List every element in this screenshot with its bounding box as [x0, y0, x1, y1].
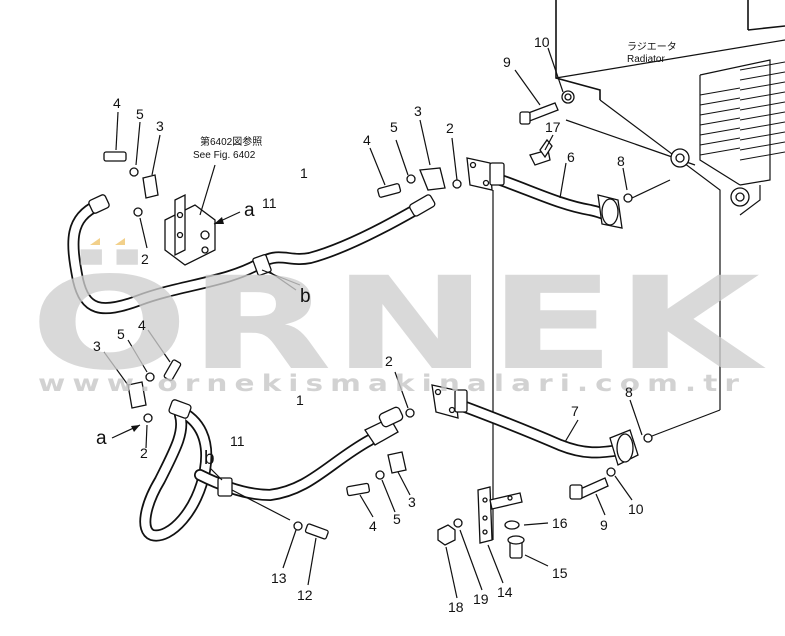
fasteners-bottom-left [293, 521, 329, 540]
callout-5-mid-left: 5 [117, 326, 125, 342]
callout-3-mid-left: 3 [93, 338, 101, 354]
see-fig-jp-label: 第6402図参照 [200, 135, 262, 148]
callout-10-bottom: 10 [628, 501, 644, 517]
radiator-jp-label: ラジエータ [627, 41, 677, 53]
pipe-assembly-top [67, 194, 436, 315]
pipe-part-7 [431, 384, 639, 466]
fasteners-bottom-center [346, 451, 407, 497]
callout-4-top-center: 4 [363, 132, 371, 148]
callout-9-bottom: 9 [600, 517, 608, 533]
fasteners-top-right [519, 93, 572, 166]
callout-3-top-left: 3 [156, 118, 164, 134]
callout-4-top-left: 4 [113, 95, 121, 111]
watermark-url: www.ornekismakinalari.com.tr [38, 371, 746, 397]
callout-12: 12 [297, 587, 313, 603]
see-fig-en-label: See Fig. 6402 [193, 150, 256, 161]
watermark: ÖRNEK www.ornekismakinalari.com.tr [30, 238, 767, 399]
callout-3-top-center: 3 [414, 103, 422, 119]
callout-15: 15 [552, 565, 568, 581]
callout-14: 14 [497, 584, 513, 600]
callout-5-top-center: 5 [390, 119, 398, 135]
callout-5-bottom-center: 5 [393, 511, 401, 527]
fasteners-mid-left [127, 359, 182, 423]
pipe-assembly-bottom [139, 399, 404, 542]
hardware-bottom [437, 518, 525, 559]
callout-8-top: 8 [617, 153, 625, 169]
callout-labels: 4 5 3 2 a 11 b 1 4 5 3 2 10 9 17 6 8 4 5… [93, 34, 644, 615]
bracket-14 [477, 486, 523, 544]
callout-4-bottom-center: 4 [369, 518, 377, 534]
callout-2-mid-left: 2 [140, 445, 148, 461]
callout-9-top: 9 [503, 54, 511, 70]
fasteners-bottom-right [569, 467, 616, 500]
radiator-core-hatching [699, 61, 785, 161]
watermark-brand: ÖRNEK [30, 249, 767, 399]
callout-2-top-center: 2 [446, 120, 454, 136]
fasteners-top-center [377, 167, 462, 198]
callout-13: 13 [271, 570, 287, 586]
callout-1-bottom: 1 [296, 392, 304, 408]
callout-8-mid: 8 [625, 384, 633, 400]
callout-16: 16 [552, 515, 568, 531]
callout-3-bottom-center: 3 [408, 494, 416, 510]
callout-1-top: 1 [300, 165, 308, 181]
callout-a-left: a [96, 428, 107, 449]
callout-7: 7 [571, 403, 579, 419]
radiator-en-label: Radiator [627, 54, 665, 65]
callout-11-bottom: 11 [230, 433, 245, 449]
callout-18: 18 [448, 599, 464, 615]
fasteners-top-left [103, 151, 159, 217]
callout-b-top: b [300, 286, 311, 307]
callout-b-left: b [204, 448, 215, 469]
callout-17: 17 [545, 119, 561, 135]
callout-6: 6 [567, 149, 575, 165]
radiator [555, 0, 785, 410]
see-fig-bracket [164, 193, 216, 266]
callout-2-mid-center: 2 [385, 353, 393, 369]
callout-2-top-left: 2 [141, 251, 149, 267]
callout-a-top: a [244, 200, 255, 221]
callout-19: 19 [473, 591, 489, 607]
callout-10-top: 10 [534, 34, 550, 50]
pipe-part-6 [466, 157, 623, 229]
callout-4-mid-left: 4 [138, 317, 146, 333]
callout-11-top: 11 [262, 195, 277, 211]
callout-5-top-left: 5 [136, 106, 144, 122]
